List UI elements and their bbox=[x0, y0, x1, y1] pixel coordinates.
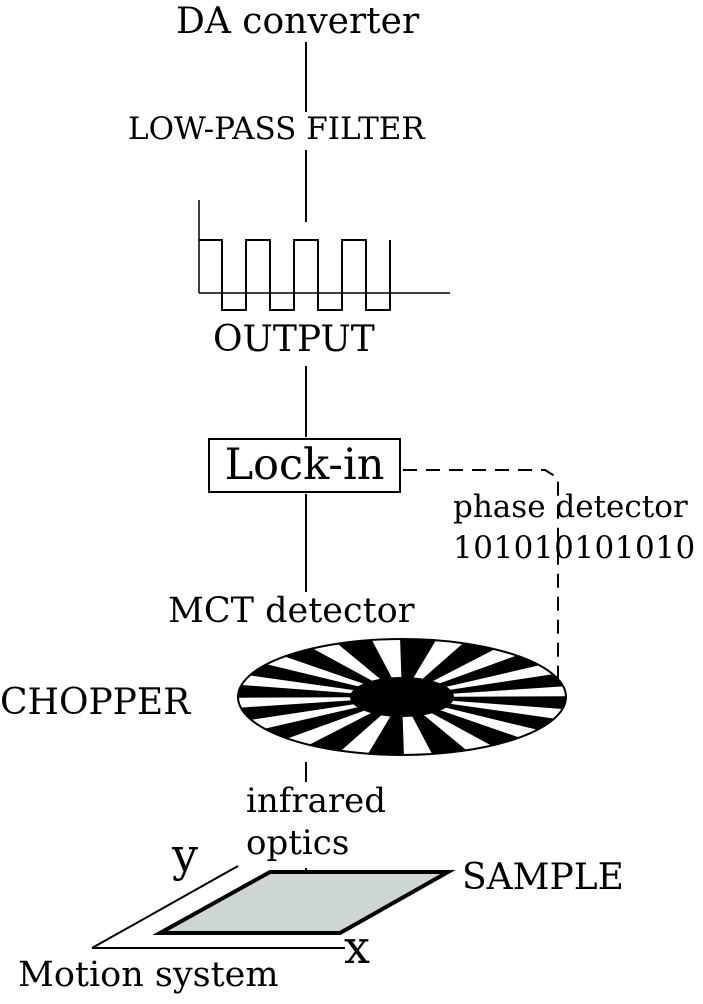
infrared-label: infrared bbox=[246, 781, 387, 821]
output-label: OUTPUT bbox=[213, 319, 375, 360]
square-wave-output bbox=[198, 200, 450, 311]
motion-system-label: Motion system bbox=[18, 955, 279, 995]
y-axis-label: y bbox=[172, 828, 198, 882]
square-wave-trace bbox=[199, 239, 391, 311]
motion-stage bbox=[91, 865, 456, 949]
optics-label: optics bbox=[246, 823, 350, 863]
sample-plate bbox=[152, 870, 456, 935]
motion-y-axis bbox=[91, 865, 239, 949]
x-axis-label: x bbox=[344, 920, 370, 974]
phase-bits-label: 101010101010 bbox=[453, 530, 696, 566]
chopper-label: CHOPPER bbox=[0, 682, 191, 723]
phase-reference-dashed-line bbox=[403, 469, 559, 688]
da-converter-label: DA converter bbox=[176, 1, 420, 42]
low-pass-filter-label: LOW-PASS FILTER bbox=[128, 111, 425, 147]
chopper-wheel bbox=[237, 638, 567, 756]
lock-in-box: Lock-in bbox=[208, 438, 401, 493]
mct-detector-label: MCT detector bbox=[168, 591, 415, 631]
sample-label: SAMPLE bbox=[462, 857, 624, 898]
chopper-hub bbox=[350, 677, 454, 717]
phase-detector-label: phase detector bbox=[453, 489, 688, 525]
